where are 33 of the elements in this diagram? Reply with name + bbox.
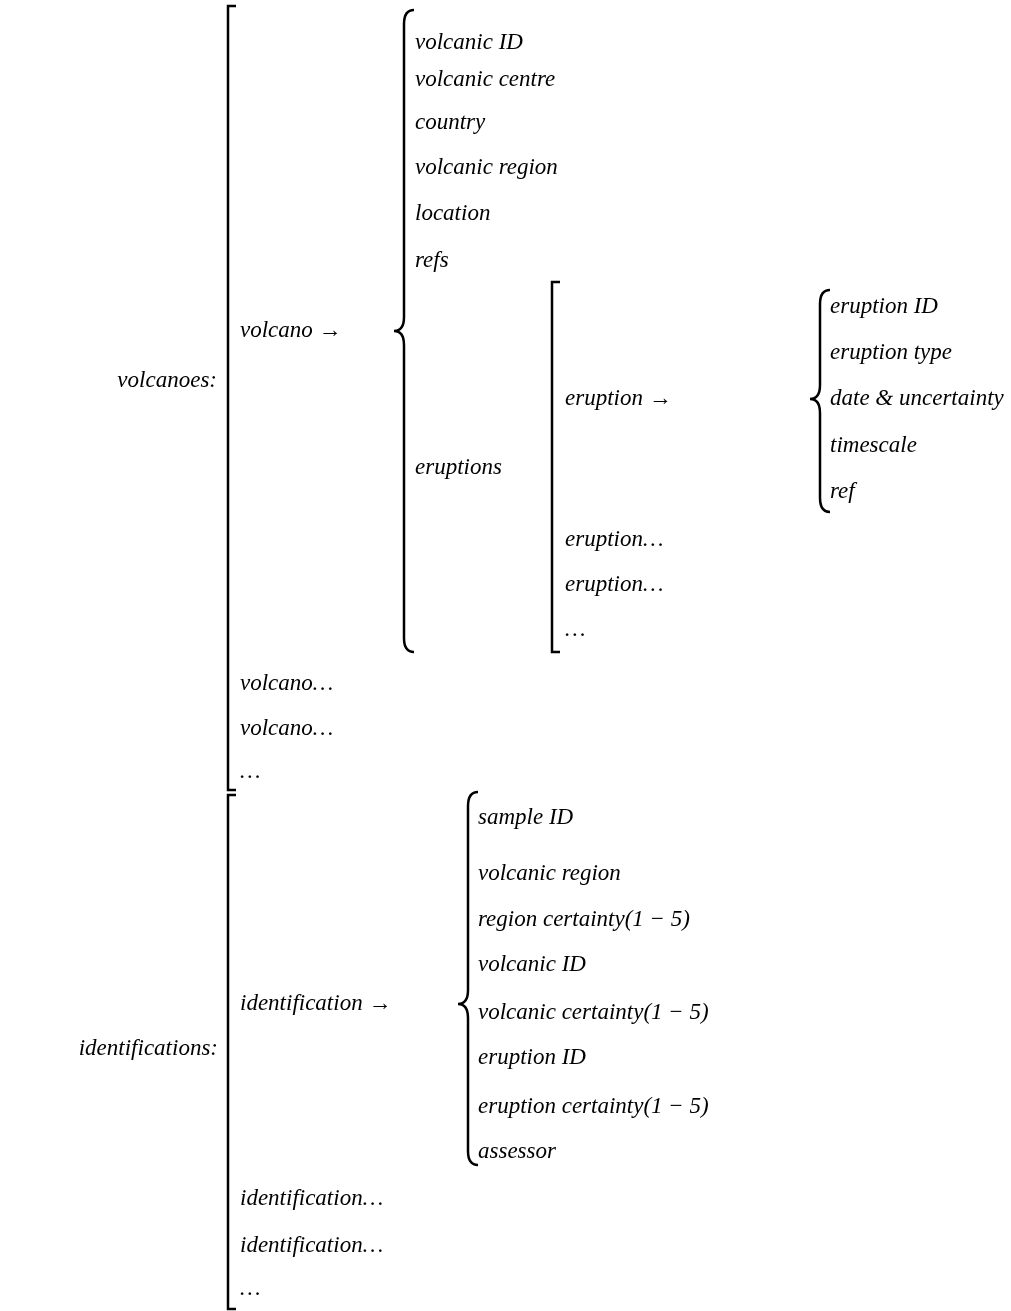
field-label: sample ID — [478, 803, 574, 831]
field-label: volcanic certainty(1 − 5) — [478, 998, 709, 1026]
field-label: timescale — [830, 431, 917, 459]
entry-label: identification… — [240, 1184, 384, 1212]
field-label: country — [415, 108, 486, 136]
field-label: eruption type — [830, 338, 952, 366]
group-label: volcanoes: — [117, 366, 217, 394]
group-label: identifications: — [78, 1034, 218, 1062]
field-label: volcanic centre — [415, 65, 556, 93]
entry-label: volcano… — [240, 669, 334, 697]
field-label: location — [415, 199, 491, 227]
entry-label: eruption → — [565, 384, 672, 412]
field-label: volcanic ID — [478, 950, 586, 978]
entry-label: volcano → — [240, 316, 342, 344]
field-label: eruption ID — [830, 292, 938, 320]
field-label: date & uncertainty — [830, 384, 1004, 412]
ellipsis-label: … — [565, 615, 586, 643]
field-label: eruption ID — [478, 1043, 586, 1071]
ellipsis-label: … — [240, 757, 261, 785]
field-label: volcanic region — [478, 859, 621, 887]
field-label: eruption certainty(1 − 5) — [478, 1092, 709, 1120]
entry-label: identification → — [240, 989, 392, 1017]
field-label: volcanic ID — [415, 28, 523, 56]
field-label: region certainty(1 − 5) — [478, 905, 691, 933]
ellipsis-label: … — [240, 1274, 261, 1302]
entry-label: eruption… — [565, 525, 664, 553]
group-label: eruptions — [415, 453, 502, 481]
field-label: assessor — [478, 1137, 556, 1165]
entry-label: volcano… — [240, 714, 334, 742]
field-label: refs — [415, 246, 449, 274]
field-label: volcanic region — [415, 153, 558, 181]
entry-label: identification… — [240, 1231, 384, 1259]
entry-label: eruption… — [565, 570, 664, 598]
